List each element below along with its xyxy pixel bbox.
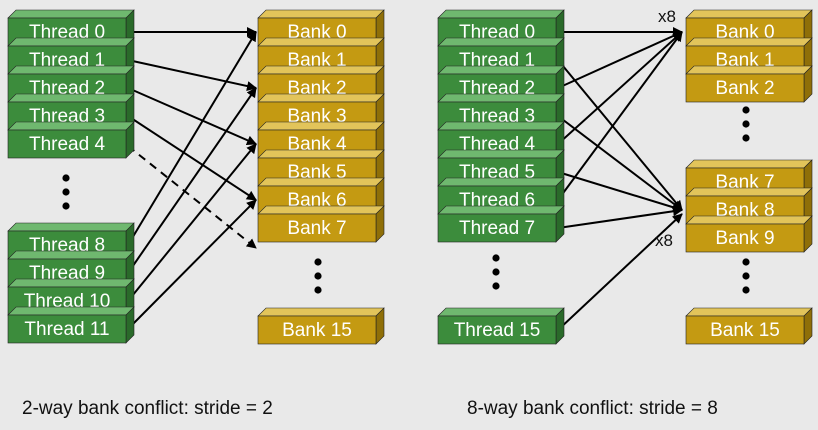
- right-bank-top-2-label: Bank 2: [715, 78, 774, 99]
- left-bank-7: Bank 7: [257, 205, 385, 243]
- left-bank-ellipsis-icon: [314, 258, 322, 294]
- left-arrow-thread-8: [127, 31, 257, 246]
- right-arrow-thread-15: [557, 213, 683, 331]
- right-thread-ellipsis-icon: [492, 254, 500, 290]
- left-thread-bottom-3-label: Thread 11: [24, 319, 109, 340]
- left-arrow-thread-4: [127, 145, 257, 249]
- left-bank-15-label: Bank 15: [282, 320, 352, 341]
- left-thread-4-label: Thread 4: [29, 134, 105, 155]
- left-thread-bottom-3: Thread 11: [7, 306, 135, 344]
- arrow-layer: [127, 27, 683, 331]
- left-thread-4: Thread 4: [7, 121, 135, 159]
- multiplier-label-top: x8: [658, 7, 676, 26]
- left-arrow-thread-3: [127, 115, 257, 201]
- right-bank-top-2: Bank 2: [685, 65, 813, 103]
- left-arrow-thread-11: [127, 199, 257, 330]
- caption-stride-8: 8-way bank conflict: stride = 8: [467, 398, 718, 419]
- multiplier-label-bottom: x8: [655, 231, 673, 250]
- right-bank-ellipsis-icon-upper: [742, 106, 750, 142]
- right-arrow-thread-6: [557, 31, 683, 201]
- multiplier-layer: x8 x8: [655, 7, 676, 250]
- left-arrow-thread-1: [127, 59, 257, 91]
- right-thread-5: Thread 5: [437, 149, 565, 187]
- right-thread-7-label: Thread 7: [459, 218, 535, 239]
- right-arrow-thread-2: [557, 31, 683, 89]
- left-bank-7-label: Bank 7: [287, 218, 346, 239]
- left-arrow-thread-9: [127, 87, 257, 274]
- ellipsis-layer: [62, 106, 750, 294]
- left-bank-15: Bank 15: [257, 307, 385, 345]
- right-arrow-thread-3: [557, 115, 683, 211]
- left-arrow-thread-10: [127, 143, 257, 302]
- left-thread-ellipsis-icon: [62, 174, 70, 210]
- right-bank-ellipsis-icon-lower: [742, 258, 750, 294]
- right-thread-7: Thread 7: [437, 205, 565, 243]
- right-arrow-thread-4: [557, 31, 683, 145]
- right-bank-15: Bank 15: [685, 307, 813, 345]
- right-bank-mid-2-label: Bank 9: [715, 228, 774, 249]
- right-arrow-thread-1: [557, 59, 683, 211]
- caption-stride-2: 2-way bank conflict: stride = 2: [22, 398, 273, 419]
- right-thread-15-label: Thread 15: [454, 320, 541, 341]
- right-arrow-thread-7: [557, 206, 683, 229]
- right-bank-mid-2: Bank 9: [685, 215, 813, 253]
- right-bank-15-label: Bank 15: [710, 320, 780, 341]
- right-thread-15: Thread 15: [437, 307, 565, 345]
- right-arrow-thread-5: [557, 171, 683, 213]
- left-arrow-thread-2: [127, 87, 257, 145]
